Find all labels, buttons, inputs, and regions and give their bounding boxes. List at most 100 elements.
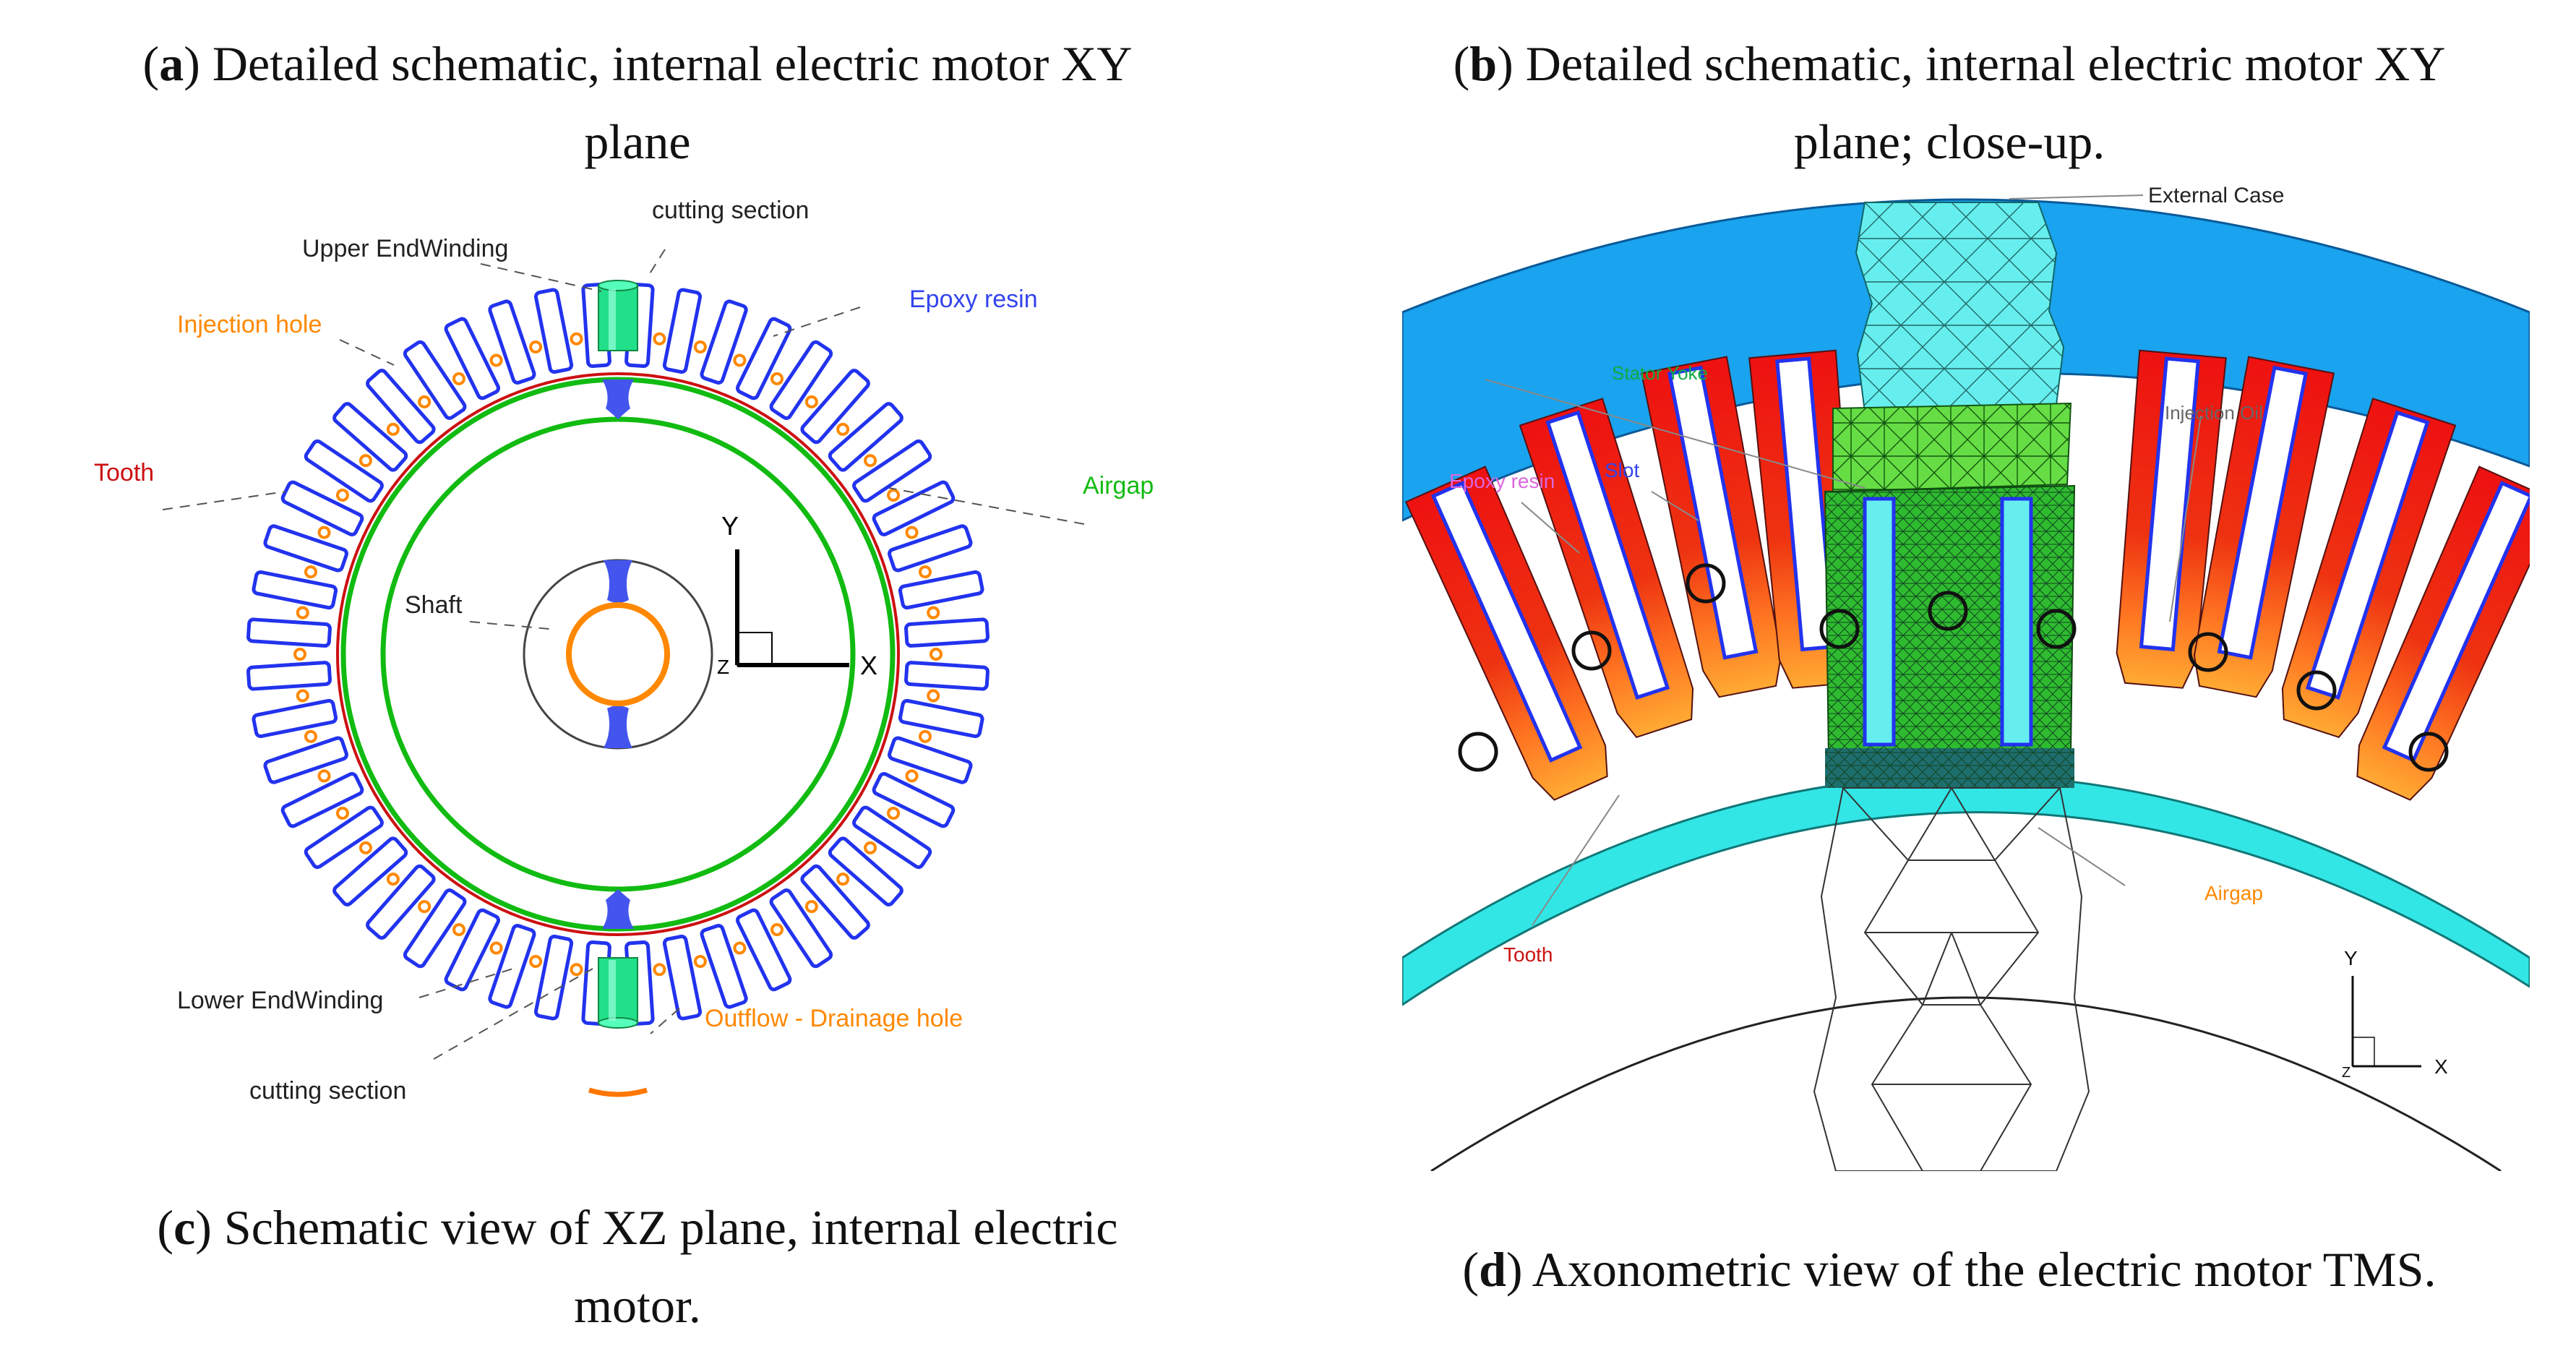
lower-wire-mesh bbox=[1813, 787, 2090, 1171]
stator-slot bbox=[888, 736, 973, 784]
coil-slot bbox=[2281, 398, 2457, 739]
stator-slot bbox=[852, 805, 932, 870]
stator-slot bbox=[872, 771, 956, 828]
label-epoxy-right: Epoxy resin bbox=[1449, 470, 1555, 492]
tooth-tip bbox=[580, 930, 619, 937]
stator-slot bbox=[246, 617, 332, 648]
stator-slot bbox=[403, 340, 467, 420]
stator-slot bbox=[366, 369, 436, 445]
stator-slot bbox=[263, 736, 348, 784]
stator-slot bbox=[852, 439, 932, 503]
stator-slot bbox=[304, 439, 384, 503]
airgap-band bbox=[1402, 774, 2530, 1006]
right-axis-x: X bbox=[2434, 1055, 2448, 1078]
injection-hole bbox=[927, 606, 940, 620]
caption-d-line1: ) Axonometric view of the electric motor… bbox=[1506, 1242, 2437, 1297]
stator-slot bbox=[904, 617, 990, 648]
rotor-arc bbox=[1430, 996, 2502, 1171]
lower-endwinding bbox=[598, 957, 638, 1029]
injection-hole bbox=[804, 900, 818, 914]
injection-hole bbox=[693, 340, 707, 353]
caption-d: (d) Axonometric view of the electric mot… bbox=[1462, 1242, 2437, 1297]
stator-slot bbox=[533, 288, 574, 374]
right-axis-y: Y bbox=[2344, 947, 2358, 969]
injection-hole bbox=[905, 526, 919, 539]
label-upper-endwinding: Upper EndWinding bbox=[302, 235, 508, 262]
injection-hole bbox=[293, 648, 306, 661]
label-epoxy: Epoxy resin bbox=[909, 286, 1038, 313]
label-shaft: Shaft bbox=[405, 591, 463, 619]
injection-hole bbox=[919, 729, 932, 743]
injection-hole bbox=[304, 565, 317, 579]
upper-cut-blob bbox=[602, 380, 634, 419]
injection-hole bbox=[864, 454, 877, 468]
stator-slot bbox=[735, 908, 792, 992]
stator-slot bbox=[488, 924, 536, 1009]
injection-hole bbox=[570, 332, 583, 346]
label-tooth: Tooth bbox=[94, 459, 154, 486]
tooth-tip bbox=[336, 616, 342, 656]
caption-c: (c) Schematic view of XZ plane, internal… bbox=[157, 1200, 1118, 1333]
tooth-tip bbox=[894, 653, 901, 693]
label-tooth-right: Tooth bbox=[1503, 943, 1553, 966]
label-airgap: Airgap bbox=[1083, 472, 1154, 500]
injection-hole bbox=[317, 526, 331, 539]
label-slot: Slot bbox=[1605, 459, 1639, 481]
left-axis bbox=[735, 549, 849, 667]
coil-slot bbox=[2356, 466, 2530, 801]
stator-slot bbox=[904, 661, 990, 691]
tooth-tip bbox=[617, 372, 656, 378]
injection-hole bbox=[452, 923, 465, 937]
right-closeup: Y X Z External Case Stator Yoke Injectio… bbox=[1402, 184, 2530, 1171]
left-axis-x: X bbox=[860, 651, 877, 680]
tooth-tip bbox=[580, 372, 619, 378]
stator-slot bbox=[304, 805, 384, 870]
caption-a-line2: plane bbox=[584, 114, 691, 169]
shaft-blob-bottom bbox=[604, 706, 632, 748]
stator-slot bbox=[898, 698, 984, 739]
tooth-tip bbox=[617, 930, 656, 937]
injection-hole bbox=[529, 340, 543, 353]
stator-slot bbox=[662, 934, 703, 1021]
stator-slot bbox=[769, 888, 833, 969]
shaft-blob-top bbox=[604, 560, 632, 603]
lower-cut-blob bbox=[602, 889, 634, 929]
injection-hole bbox=[770, 923, 783, 937]
right-leader-lines bbox=[1485, 194, 2202, 926]
injection-hole bbox=[836, 873, 850, 886]
caption-c-letter: c bbox=[173, 1200, 196, 1255]
stator-slot bbox=[332, 402, 408, 472]
injection-hole bbox=[317, 769, 331, 783]
left-axis-z: Z bbox=[717, 656, 729, 678]
injection-hole bbox=[418, 395, 432, 408]
caption-d-letter: d bbox=[1479, 1242, 1506, 1297]
injection-hole bbox=[804, 395, 818, 408]
stator-slot bbox=[828, 402, 903, 472]
stator-slot bbox=[769, 340, 833, 420]
injection-hole bbox=[335, 807, 349, 820]
injection-hole bbox=[489, 941, 503, 955]
injection-hole bbox=[733, 353, 747, 367]
injection-hole bbox=[653, 963, 666, 977]
stator-slot bbox=[246, 661, 332, 691]
stator-slot bbox=[280, 480, 364, 537]
right-slots bbox=[1404, 349, 2530, 801]
injection-hole bbox=[864, 841, 877, 854]
caption-b-letter: b bbox=[1469, 36, 1498, 91]
injection-hole bbox=[386, 422, 400, 436]
injection-hole bbox=[359, 454, 372, 468]
caption-c-line1: ) Schematic view of XZ plane, internal e… bbox=[195, 1200, 1118, 1255]
label-injection: Injection hole bbox=[177, 311, 322, 338]
caption-a-line1: ) Detailed schematic, internal electric … bbox=[184, 36, 1133, 91]
caption-a-letter: a bbox=[159, 36, 184, 91]
stator-slot bbox=[332, 836, 408, 906]
stator-slot bbox=[252, 570, 338, 610]
shaft-circle bbox=[566, 602, 670, 706]
stator-slot bbox=[444, 317, 501, 400]
stator-slot bbox=[488, 299, 536, 385]
stator-slot bbox=[263, 524, 348, 573]
coil-slot bbox=[1404, 466, 1608, 801]
right-axis-z: Z bbox=[2342, 1065, 2350, 1081]
tooth-tip bbox=[336, 653, 342, 693]
mesh-slot-left bbox=[1863, 497, 1896, 747]
